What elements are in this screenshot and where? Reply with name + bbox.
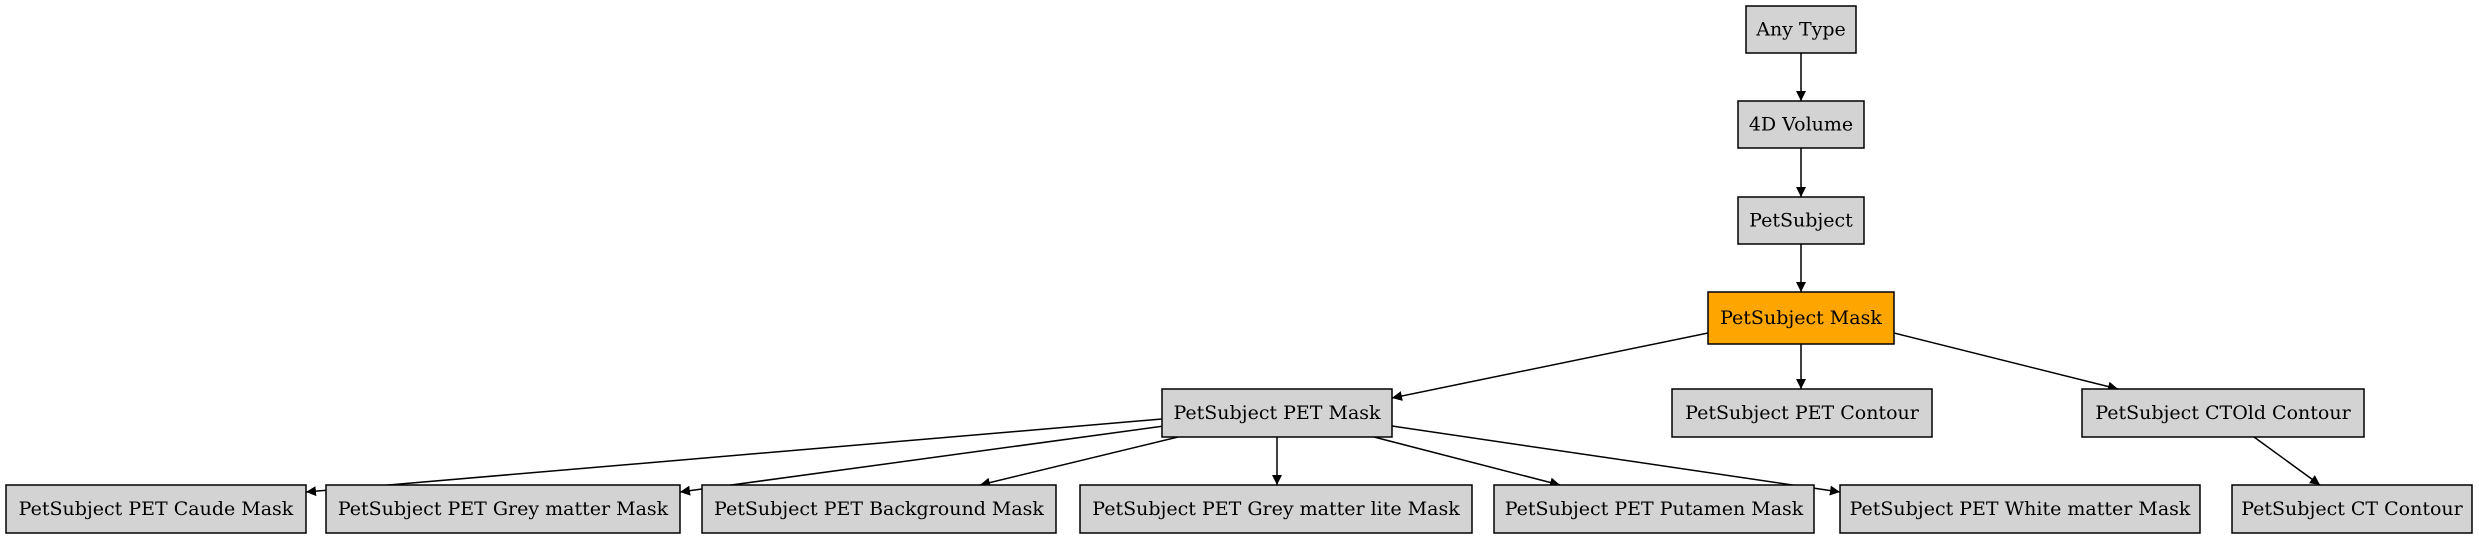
- node-label: PetSubject PET Grey matter lite Mask: [1092, 498, 1460, 520]
- node-box: [2081, 388, 2365, 438]
- node-label: PetSubject PET Background Mask: [714, 498, 1044, 520]
- highlighted-node-box: [1707, 291, 1895, 345]
- edge-pet_mask-to-grey_matter_mask: [679, 425, 1165, 496]
- edge-pet_mask-to-background_mask: [979, 436, 1179, 488]
- node-box: [5, 484, 307, 534]
- node-grey-matter-mask: PetSubject PET Grey matter Mask: [325, 484, 681, 534]
- node-label: PetSubject PET Grey matter Mask: [338, 498, 669, 520]
- node-label: PetSubject PET Caude Mask: [19, 498, 294, 520]
- edge-arrow: [1391, 425, 1841, 496]
- node-pet-mask: PetSubject PET Mask: [1161, 388, 1393, 438]
- edge-arrow: [2253, 436, 2321, 486]
- node-caude-mask: PetSubject PET Caude Mask: [5, 484, 307, 534]
- edge-ctold_contour-to-ct_contour: [2253, 436, 2321, 486]
- node-box: [1745, 5, 1857, 54]
- node-label: PetSubject PET Putamen Mask: [1505, 498, 1804, 520]
- node-volume-4d: 4D Volume: [1737, 100, 1865, 149]
- node-pet-contour: PetSubject PET Contour: [1671, 388, 1933, 438]
- node-box: [1737, 196, 1865, 245]
- node-label: PetSubject PET Mask: [1173, 402, 1381, 424]
- node-label: PetSubject CT Contour: [2241, 498, 2463, 520]
- node-box: [2231, 484, 2473, 534]
- edge-arrow: [1893, 332, 2119, 392]
- node-label: PetSubject PET Contour: [1685, 402, 1920, 424]
- node-pet-subject-mask: PetSubject Mask: [1707, 291, 1895, 345]
- node-white-matter-mask: PetSubject PET White matter Mask: [1839, 484, 2201, 534]
- edge-arrow: [1373, 436, 1561, 488]
- node-label: PetSubject CTOld Contour: [2095, 402, 2351, 424]
- node-box: [1161, 388, 1393, 438]
- node-ctold-contour: PetSubject CTOld Contour: [2081, 388, 2365, 438]
- edge-pet_mask-to-caude_mask: [305, 418, 1163, 497]
- node-box: [1737, 100, 1865, 149]
- edges: [305, 53, 2321, 497]
- edge-pet_subject_mask-to-ctold_contour: [1893, 332, 2119, 392]
- node-label: Any Type: [1755, 19, 1846, 41]
- edge-arrow: [979, 436, 1179, 488]
- node-grey-matter-lite-mask: PetSubject PET Grey matter lite Mask: [1079, 484, 1473, 534]
- node-label: 4D Volume: [1749, 114, 1853, 136]
- node-any-type: Any Type: [1745, 5, 1857, 54]
- node-box: [1493, 484, 1815, 534]
- node-ct-contour: PetSubject CT Contour: [2231, 484, 2473, 534]
- edge-arrow: [305, 418, 1163, 497]
- node-label: PetSubject: [1749, 210, 1853, 232]
- edge-arrow: [1391, 332, 1709, 401]
- node-label: PetSubject Mask: [1720, 307, 1882, 329]
- node-putamen-mask: PetSubject PET Putamen Mask: [1493, 484, 1815, 534]
- node-box: [1671, 388, 1933, 438]
- edge-pet_mask-to-putamen_mask: [1373, 436, 1561, 488]
- node-box: [701, 484, 1057, 534]
- edge-pet_subject_mask-to-pet_mask: [1391, 332, 1709, 401]
- node-background-mask: PetSubject PET Background Mask: [701, 484, 1057, 534]
- edge-arrow: [679, 425, 1165, 496]
- node-pet-subject: PetSubject: [1737, 196, 1865, 245]
- node-box: [1839, 484, 2201, 534]
- node-box: [1079, 484, 1473, 534]
- edge-pet_mask-to-white_matter_mask: [1391, 425, 1841, 496]
- node-label: PetSubject PET White matter Mask: [1850, 498, 2191, 520]
- node-box: [325, 484, 681, 534]
